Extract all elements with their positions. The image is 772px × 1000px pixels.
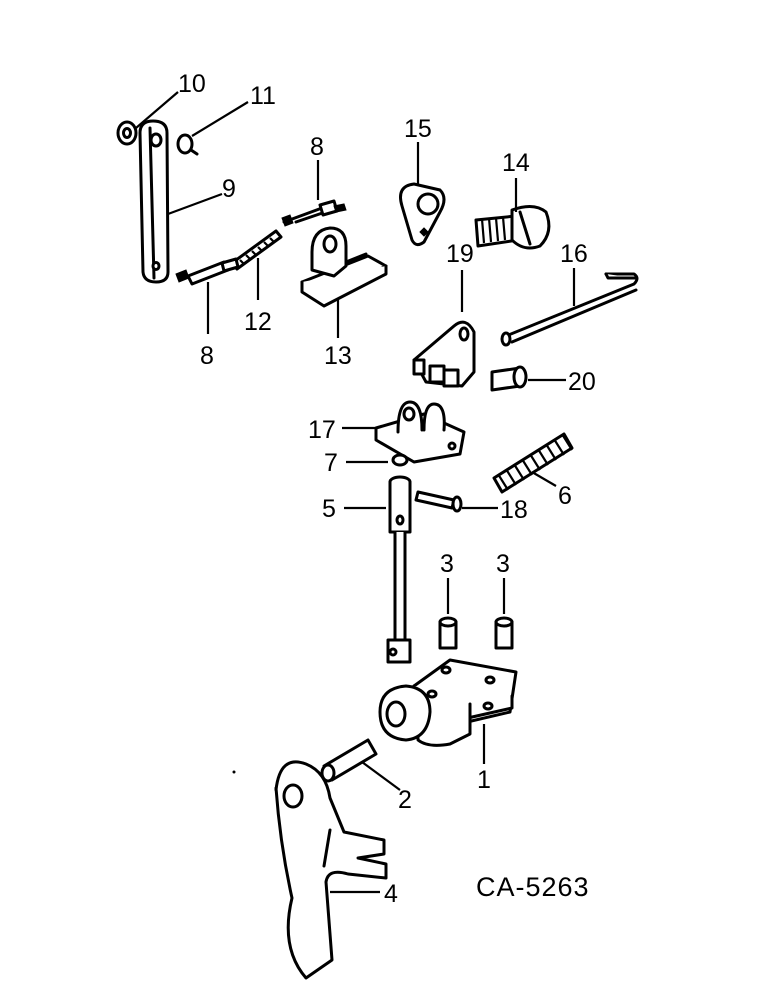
part-15-arm xyxy=(399,182,446,247)
part-18-pin xyxy=(414,490,463,513)
part-2-pin xyxy=(320,738,378,783)
part-8-lower-rod-end xyxy=(175,257,240,286)
callout-6: 6 xyxy=(558,482,572,510)
callout-19: 19 xyxy=(446,240,474,268)
leader-2 xyxy=(361,761,401,791)
callout-labels: 10 11 9 8 8 12 13 15 14 19 16 20 17 7 6 … xyxy=(178,70,596,908)
leader-6 xyxy=(531,471,557,487)
leader-10 xyxy=(135,91,179,129)
callout-5: 5 xyxy=(322,495,336,523)
callout-7: 7 xyxy=(324,449,338,477)
callout-13: 13 xyxy=(324,342,352,370)
leader-9 xyxy=(167,192,223,216)
callout-15: 15 xyxy=(404,115,432,143)
part-10-washer xyxy=(116,120,138,146)
diagram-code: CA-5263 xyxy=(476,872,590,902)
part-13-bracket xyxy=(300,226,388,308)
callout-10: 10 xyxy=(178,70,206,98)
callout-20: 20 xyxy=(568,368,596,396)
leader-lines xyxy=(135,91,576,894)
callout-8-lower: 8 xyxy=(200,342,214,370)
part-12-threaded-rod xyxy=(230,229,283,271)
part-20-pin xyxy=(490,365,528,392)
callout-14: 14 xyxy=(502,149,530,177)
leader-11 xyxy=(191,101,249,137)
callout-9: 9 xyxy=(222,175,236,203)
stray-mark xyxy=(232,770,236,774)
callout-2: 2 xyxy=(398,786,412,814)
part-9-link-bar xyxy=(138,119,170,284)
part-7-washer xyxy=(391,453,409,467)
callout-1: 1 xyxy=(477,766,491,794)
callout-12: 12 xyxy=(244,308,272,336)
part-4-lever xyxy=(274,760,388,980)
callout-11: 11 xyxy=(250,82,276,110)
part-19-fork xyxy=(412,320,476,388)
callout-17: 17 xyxy=(308,416,336,444)
part-1-housing xyxy=(378,658,518,747)
part-5-shaft xyxy=(386,475,412,664)
callout-16: 16 xyxy=(560,240,588,268)
part-11-clip xyxy=(176,133,199,156)
callout-3-left: 3 xyxy=(440,550,454,578)
callout-4: 4 xyxy=(384,880,398,908)
part-6-spring xyxy=(492,432,574,494)
part-3-left-pin xyxy=(438,616,458,650)
callout-3-right: 3 xyxy=(496,550,510,578)
part-3-right-pin xyxy=(494,616,514,650)
callout-8-upper: 8 xyxy=(310,133,324,161)
part-16-bent-rod xyxy=(500,272,639,347)
callout-18: 18 xyxy=(500,496,528,524)
part-17-base-bracket xyxy=(374,400,466,464)
part-8-upper-rod-end xyxy=(281,199,347,227)
part-14-bolt xyxy=(474,205,551,250)
